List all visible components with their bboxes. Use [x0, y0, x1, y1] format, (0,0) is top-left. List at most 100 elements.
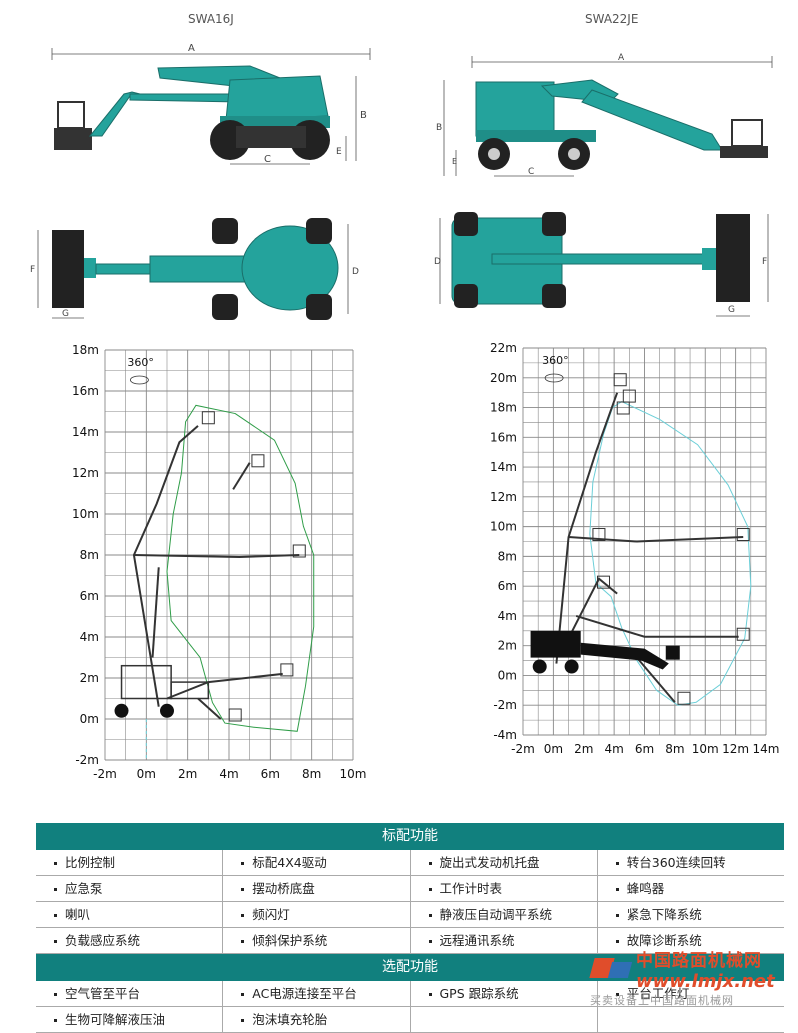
- boom-arm: [151, 567, 160, 658]
- standard-feature-item: 负载感应系统: [36, 928, 224, 953]
- svg-text:B: B: [436, 123, 442, 133]
- optional-feature-item: 生物可降解液压油: [36, 1007, 224, 1032]
- boom-arm: [568, 536, 744, 543]
- x-tick-label: 0m: [544, 742, 563, 756]
- rotation-icon: [130, 375, 149, 385]
- swa22je-side-view: A B E C: [436, 53, 773, 177]
- base-machine: [530, 630, 581, 658]
- y-tick-label: 6m: [498, 579, 517, 593]
- platform-icon: [280, 663, 294, 677]
- standard-feature-item: 摆动桥底盘: [223, 876, 411, 901]
- standard-feature-label: 工作计时表: [439, 881, 503, 896]
- standard-feature-row: 比例控制标配4X4驱动旋出式发动机托盘转台360连续回转: [36, 850, 784, 876]
- y-tick-label: 8m: [498, 549, 517, 563]
- bullet-icon: [54, 1019, 57, 1022]
- standard-feature-label: 频闪灯: [252, 907, 290, 922]
- bullet-icon: [428, 888, 432, 891]
- svg-text:D: D: [434, 257, 441, 267]
- bullet-icon: [54, 862, 57, 865]
- standard-feature-row: 喇叭频闪灯静液压自动调平系统紧急下降系统: [36, 902, 784, 928]
- bullet-icon: [241, 862, 245, 865]
- platform-icon: [292, 544, 306, 558]
- x-tick-label: 6m: [635, 742, 654, 756]
- y-tick-label: 0m: [498, 668, 517, 682]
- bullet-icon: [241, 940, 245, 943]
- y-tick-label: 14m: [490, 460, 517, 474]
- standard-feature-label: 摆动桥底盘: [252, 881, 315, 896]
- optional-feature-row: 生物可降解液压油泡沫填充轮胎: [36, 1007, 784, 1033]
- base-machine: [170, 681, 210, 700]
- swa22je-working-range-chart: 22m20m18m16m14m12m10m8m6m4m2m0m-2m-4m-2m…: [490, 341, 779, 756]
- bullet-icon: [241, 993, 245, 996]
- standard-feature-label: 故障诊断系统: [626, 933, 702, 948]
- stowed-boom: [580, 642, 669, 670]
- working-envelope: [166, 404, 315, 732]
- model-title-right: SWA22JE: [585, 12, 639, 26]
- platform-icon: [616, 401, 630, 415]
- working-envelope: [589, 401, 752, 706]
- swa16j-top-view: F G D: [30, 218, 359, 320]
- x-tick-label: 10m: [340, 767, 367, 781]
- y-tick-label: 10m: [490, 520, 517, 534]
- x-tick-label: 0m: [137, 767, 156, 781]
- platform-icon: [592, 528, 606, 542]
- optional-feature-item: 泡沫填充轮胎: [223, 1007, 411, 1032]
- rotation-label: 360°: [542, 354, 569, 367]
- y-tick-label: 22m: [490, 341, 517, 355]
- optional-feature-item: AC电源连接至平台: [223, 981, 411, 1006]
- bullet-icon: [615, 940, 619, 943]
- platform-icon: [201, 411, 215, 425]
- x-tick-label: 8m: [302, 767, 321, 781]
- platform-icon: [677, 691, 691, 705]
- standard-feature-label: 远程通讯系统: [439, 933, 515, 948]
- dim-a-label: A: [188, 43, 195, 54]
- bullet-icon: [428, 914, 432, 917]
- svg-text:E: E: [452, 157, 457, 166]
- y-tick-label: 2m: [498, 639, 517, 653]
- standard-feature-label: 比例控制: [65, 855, 116, 870]
- bullet-icon: [241, 888, 245, 891]
- swa16j-side-view: A B E C: [51, 43, 371, 165]
- platform-icon: [736, 627, 750, 641]
- boom-arm: [567, 577, 618, 639]
- y-tick-label: 4m: [80, 630, 99, 644]
- x-tick-label: 4m: [219, 767, 238, 781]
- y-tick-label: 18m: [72, 343, 99, 357]
- y-tick-label: 20m: [490, 371, 517, 385]
- x-tick-label: 2m: [574, 742, 593, 756]
- rotation-label: 360°: [127, 356, 153, 369]
- bullet-icon: [54, 888, 57, 891]
- bullet-icon: [54, 940, 57, 943]
- standard-features-list: 比例控制标配4X4驱动旋出式发动机托盘转台360连续回转应急泵摆动桥底盘工作计时…: [36, 850, 784, 954]
- platform-icon: [613, 373, 627, 387]
- optional-feature-label: 空气管至平台: [65, 986, 141, 1001]
- optional-feature-label: 平台工作灯: [626, 986, 690, 1001]
- dim-b-label: B: [360, 110, 367, 121]
- standard-feature-item: 静液压自动调平系统: [411, 902, 598, 927]
- standard-feature-item: 标配4X4驱动: [223, 850, 411, 875]
- optional-features-header: 选配功能: [36, 954, 784, 981]
- y-tick-label: 14m: [72, 425, 99, 439]
- standard-features-header: 标配功能: [36, 823, 784, 850]
- standard-feature-label: 静液压自动调平系统: [439, 907, 553, 922]
- standard-feature-item: 频闪灯: [223, 902, 411, 927]
- wheel-icon: [114, 703, 129, 718]
- boom-arm: [555, 392, 619, 664]
- optional-feature-item: [598, 1007, 784, 1032]
- bullet-icon: [241, 1019, 245, 1022]
- x-tick-label: 10m: [692, 742, 719, 756]
- boom-arm: [575, 614, 739, 638]
- x-tick-label: 4m: [604, 742, 623, 756]
- standard-feature-item: 喇叭: [36, 902, 224, 927]
- dim-c-label: C: [264, 154, 271, 165]
- bullet-icon: [54, 914, 57, 917]
- boom-arm: [197, 697, 222, 720]
- y-tick-label: 12m: [490, 490, 517, 504]
- x-tick-label: 8m: [665, 742, 684, 756]
- platform-icon: [665, 645, 680, 660]
- standard-feature-row: 负载感应系统倾斜保护系统远程通讯系统故障诊断系统: [36, 928, 784, 954]
- x-tick-label: 2m: [178, 767, 197, 781]
- platform-icon: [596, 575, 610, 589]
- standard-feature-label: 喇叭: [65, 907, 91, 922]
- watermark-slogan: 买卖设备上中国路面机械网: [590, 994, 734, 1007]
